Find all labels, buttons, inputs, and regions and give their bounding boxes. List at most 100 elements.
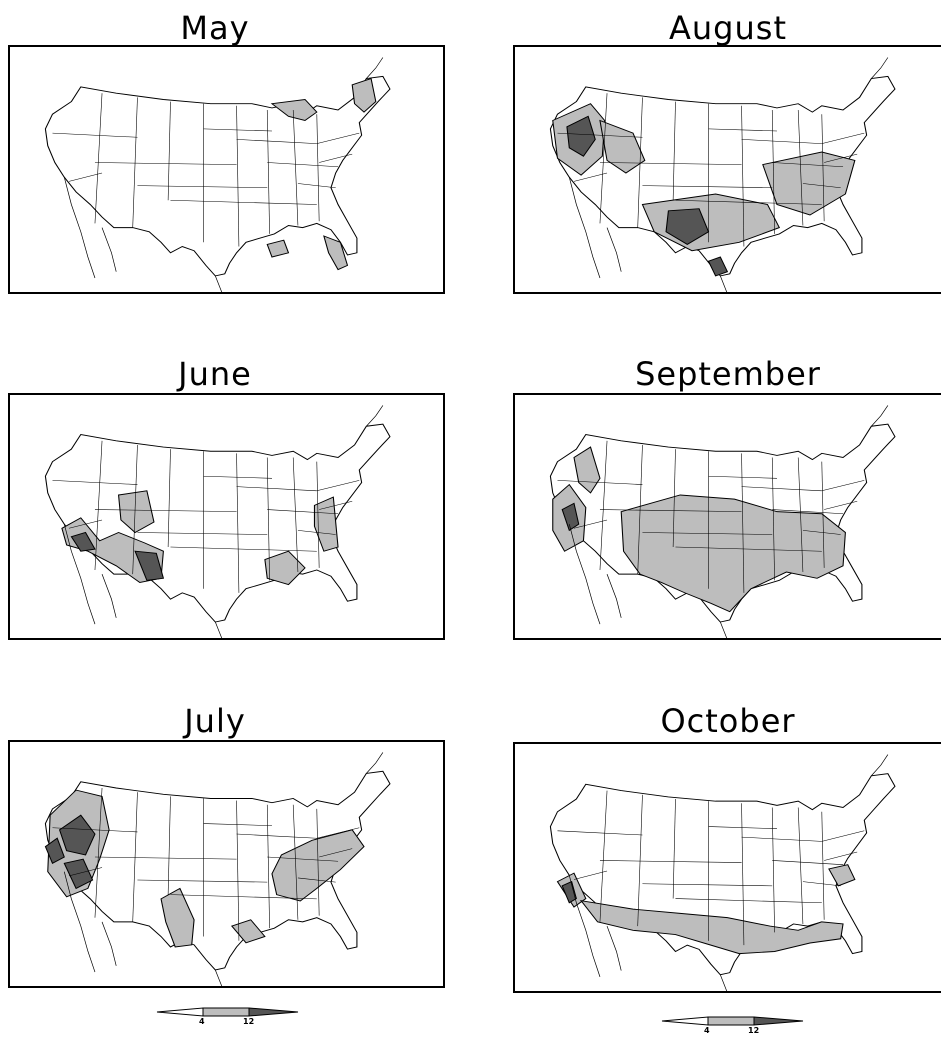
map-july <box>44 752 391 986</box>
state-border <box>637 444 643 575</box>
state-border <box>675 898 822 904</box>
state-border <box>236 800 240 941</box>
shaded-region <box>351 77 377 113</box>
title-august: August <box>669 9 787 47</box>
legend-left-bar <box>156 1007 299 1017</box>
shaded-region <box>58 814 96 856</box>
state-border <box>316 132 360 144</box>
state-border <box>203 475 272 479</box>
shaded-region <box>620 494 846 613</box>
state-border <box>170 546 317 552</box>
state-border <box>741 105 745 247</box>
state-border <box>821 114 825 222</box>
state-border <box>797 109 804 226</box>
state-border <box>319 500 353 510</box>
state-border <box>708 475 777 479</box>
state-border <box>236 486 317 492</box>
state-border <box>599 509 742 512</box>
shaded-region <box>266 239 290 258</box>
state-border <box>297 183 336 188</box>
state-border <box>267 856 339 862</box>
legend-right-label-4: 4 <box>704 1026 710 1035</box>
state-border <box>170 200 317 205</box>
shaded-region <box>762 151 856 216</box>
state-border <box>675 200 822 205</box>
legend-left-mid <box>202 1007 250 1017</box>
state-border <box>642 883 773 887</box>
state-border <box>821 132 865 144</box>
legend-left-label-12: 12 <box>243 1017 255 1026</box>
title-october: October <box>660 702 796 740</box>
legend-right: 4 12 <box>660 1013 805 1039</box>
state-border <box>642 532 773 535</box>
state-border <box>672 101 676 201</box>
map-june <box>44 405 391 638</box>
shaded-region <box>561 880 577 904</box>
state-border <box>599 440 608 570</box>
us-outline <box>549 75 896 277</box>
neighbor-coastline <box>568 754 889 991</box>
state-border <box>797 457 804 573</box>
state-border <box>52 132 138 138</box>
state-border <box>741 486 822 492</box>
state-border <box>557 830 643 836</box>
legend-right-bar <box>661 1016 804 1026</box>
neighbor-coastline <box>568 405 889 638</box>
state-border <box>573 519 608 529</box>
state-border <box>267 509 339 514</box>
map-september <box>549 405 896 638</box>
us-outline <box>44 770 391 971</box>
shaded-region <box>160 887 195 948</box>
state-border <box>137 879 268 883</box>
state-border <box>94 787 103 918</box>
shaded-region <box>313 496 339 552</box>
legend-right-mid <box>707 1016 755 1026</box>
state-border <box>319 153 353 163</box>
state-border <box>137 532 268 535</box>
shaded-region <box>270 98 318 122</box>
state-border <box>132 444 138 575</box>
state-border <box>824 153 858 163</box>
us-map-base <box>549 754 896 991</box>
shaded-region <box>579 899 844 955</box>
state-border <box>708 128 777 132</box>
state-border <box>599 860 742 863</box>
state-border <box>316 808 320 916</box>
map-august <box>549 57 896 292</box>
state-border <box>236 139 317 144</box>
map-may <box>44 57 391 292</box>
legend-left-high <box>248 1007 299 1017</box>
state-border <box>132 792 138 922</box>
state-border <box>672 799 676 899</box>
shaded-region <box>323 235 349 271</box>
legend-left-low <box>156 1007 204 1017</box>
state-border <box>802 183 841 188</box>
map-october <box>549 754 896 991</box>
state-border <box>170 894 317 900</box>
shaded-region <box>828 864 856 887</box>
state-border <box>137 185 268 188</box>
state-border <box>802 530 841 535</box>
state-border <box>824 851 858 861</box>
shaded-region <box>44 837 65 864</box>
state-border <box>292 457 299 573</box>
state-border <box>167 796 171 895</box>
state-border <box>236 453 240 593</box>
state-border <box>68 867 103 877</box>
state-border <box>316 114 320 222</box>
state-border <box>94 509 237 512</box>
state-border <box>557 132 643 138</box>
state-border <box>132 97 138 228</box>
shaded-region <box>566 115 596 157</box>
title-september: September <box>635 355 821 393</box>
neighbor-coastline <box>63 57 384 292</box>
state-border <box>94 93 103 224</box>
shaded-region <box>561 502 580 532</box>
shaded-region <box>63 858 94 890</box>
legend-right-label-12: 12 <box>748 1026 760 1035</box>
state-border <box>599 93 608 224</box>
state-border <box>573 172 608 182</box>
state-border <box>292 804 299 920</box>
state-border <box>741 836 822 842</box>
state-border <box>52 827 138 833</box>
